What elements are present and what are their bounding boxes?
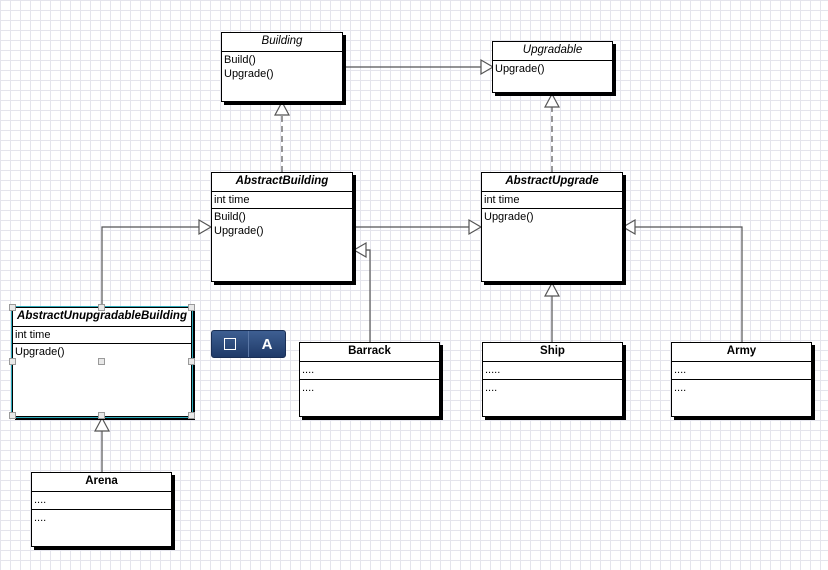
method: Upgrade(): [15, 346, 65, 358]
method: Upgrade(): [224, 68, 274, 80]
arrowhead-building-bottom: [273, 100, 291, 116]
resize-handle-left[interactable]: [9, 358, 16, 365]
field: ....: [34, 494, 47, 506]
method: ....: [34, 512, 47, 524]
method: Upgrade(): [495, 63, 545, 75]
arrowhead-abstractbuilding-right: [352, 241, 367, 259]
resize-handle-top-right[interactable]: [188, 304, 195, 311]
method: Upgrade(): [484, 211, 534, 223]
methods-section: Upgrade(): [13, 344, 191, 360]
field: int time: [15, 329, 51, 341]
field: ....: [302, 364, 315, 376]
class-abstract-upgrade[interactable]: AbstractUpgrade int time Upgrade(): [481, 172, 623, 282]
resize-handle-bottom[interactable]: [98, 412, 105, 419]
fields-section: int time: [482, 192, 622, 209]
edge-unupgradable-abstractbuilding: [101, 226, 199, 306]
method: ....: [302, 382, 315, 394]
method: Build(): [214, 211, 246, 223]
field: ....: [674, 364, 687, 376]
methods-section: ....: [672, 380, 811, 396]
arrowhead-upgradable-left: [480, 58, 495, 76]
arrowhead-upgradable-bottom: [543, 92, 561, 108]
class-name: Ship: [483, 343, 622, 362]
methods-section: Upgrade(): [482, 209, 622, 225]
methods-section: ....: [483, 380, 622, 396]
class-name: AbstractBuilding: [212, 173, 352, 192]
class-name: Arena: [32, 473, 171, 492]
class-arena[interactable]: Arena .... ....: [31, 472, 172, 547]
field: int time: [484, 194, 520, 206]
fields-section: ....: [300, 362, 439, 380]
field: int time: [214, 194, 250, 206]
arrowhead-abstractbuilding-left: [198, 218, 213, 236]
fields-section: int time: [212, 192, 352, 209]
class-name: Army: [672, 343, 811, 362]
square-icon: [224, 338, 236, 350]
methods-section: Upgrade(): [493, 61, 612, 77]
methods-section: Build() Upgrade(): [212, 209, 352, 239]
resize-handle-bottom-left[interactable]: [9, 412, 16, 419]
fields-section: ....: [32, 492, 171, 510]
edge-barrack-abstractbuilding: [366, 249, 371, 342]
resize-handle-top-left[interactable]: [9, 304, 16, 311]
class-abstract-building[interactable]: AbstractBuilding int time Build() Upgrad…: [211, 172, 353, 282]
fields-section: .....: [483, 362, 622, 380]
class-upgradable[interactable]: Upgradable Upgrade(): [492, 41, 613, 93]
methods-section: Build() Upgrade(): [222, 52, 342, 82]
resize-handle-bottom-right[interactable]: [188, 412, 195, 419]
class-ship[interactable]: Ship ..... ....: [482, 342, 623, 417]
resize-handle-top[interactable]: [98, 304, 105, 311]
class-army[interactable]: Army .... ....: [671, 342, 812, 417]
arrowhead-unupgradable-bottom: [93, 416, 111, 432]
class-name: AbstractUpgrade: [482, 173, 622, 192]
move-handle-center[interactable]: [98, 358, 105, 365]
class-name: AbstractUnupgradableBuilding: [13, 308, 191, 327]
method: Upgrade(): [214, 225, 264, 237]
method: ....: [674, 382, 687, 394]
method: ....: [485, 382, 498, 394]
methods-section: ....: [32, 510, 171, 526]
methods-section: ....: [300, 380, 439, 396]
class-name: Upgradable: [493, 42, 612, 61]
fields-section: ....: [672, 362, 811, 380]
element-toolbar: A: [211, 330, 286, 358]
edge-army-abstractupgrade: [635, 226, 743, 342]
arrowhead-abstractupgrade-left: [468, 218, 483, 236]
arrowhead-abstractupgrade-right: [621, 218, 636, 236]
class-building[interactable]: Building Build() Upgrade(): [221, 32, 343, 102]
class-barrack[interactable]: Barrack .... ....: [299, 342, 440, 417]
class-name: Barrack: [300, 343, 439, 362]
text-tool-label: A: [261, 335, 273, 353]
fields-section: int time: [13, 327, 191, 344]
arrowhead-abstractupgrade-bottom: [543, 281, 561, 297]
shape-tool-button[interactable]: [212, 331, 248, 357]
method: Build(): [224, 54, 256, 66]
class-name: Building: [222, 33, 342, 52]
resize-handle-right[interactable]: [188, 358, 195, 365]
field: .....: [485, 364, 501, 376]
text-tool-button[interactable]: A: [248, 331, 285, 357]
